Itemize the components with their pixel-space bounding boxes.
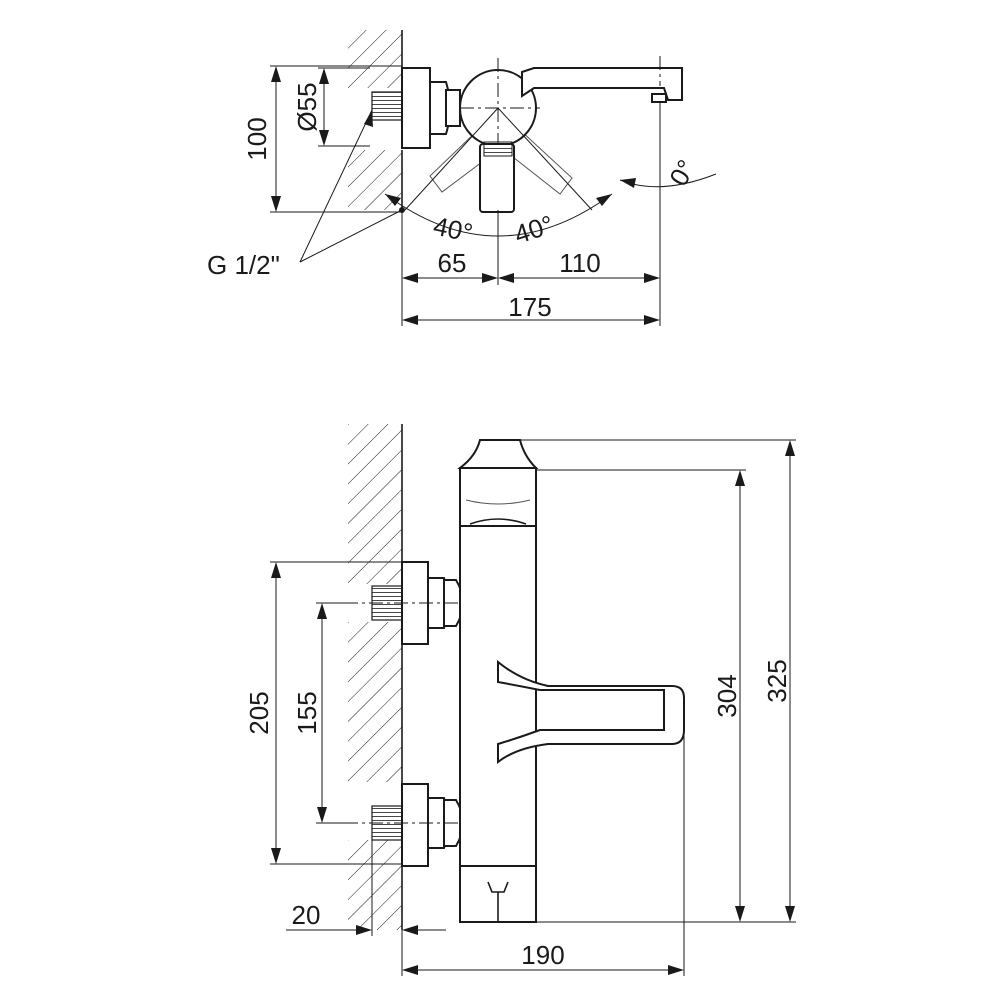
dimension-20-label: 20	[292, 900, 321, 930]
dimension-304-label: 304	[712, 674, 742, 717]
dimension-325: 325	[520, 439, 796, 922]
dimension-155-label: 155	[292, 691, 322, 734]
front-view: 205 155 304 325	[244, 424, 796, 976]
thread-size-label: G 1/2"	[207, 250, 280, 280]
dimension-304: 304	[536, 469, 796, 923]
dimension-175-label: 175	[508, 292, 551, 322]
dimension-190-label: 190	[521, 940, 564, 970]
lever-handle-top	[479, 141, 515, 213]
dimension-205-label: 205	[244, 691, 274, 734]
dimension-65-label: 65	[438, 248, 467, 278]
thread-leader: G 1/2"	[207, 109, 405, 280]
angle-0-label: 0°	[663, 154, 701, 191]
mixer-body-front	[457, 439, 539, 923]
dimension-20: 20	[286, 840, 446, 936]
wall-section-top	[348, 30, 403, 210]
lever-ghost-positions	[429, 129, 573, 195]
spout-front	[497, 659, 685, 765]
dimension-110-label: 110	[559, 248, 600, 278]
dimension-190: 190	[401, 730, 685, 976]
dimension-325-label: 325	[762, 659, 792, 702]
wall-section-front	[348, 424, 403, 930]
dimension-diameter-55: Ø55	[292, 67, 370, 147]
wall-fitting-top	[371, 67, 461, 149]
rotation-arc-0: 0°	[619, 102, 717, 285]
angle-right-label: 40°	[511, 209, 558, 250]
dimension-diameter-55-label: Ø55	[292, 82, 322, 131]
dimension-155: 155	[292, 602, 346, 824]
dimension-205: 205	[244, 561, 402, 865]
angle-left-label: 40°	[431, 211, 476, 249]
top-view: 100 Ø55 G 1/2" 40° 40°	[207, 30, 717, 326]
spout-top	[521, 56, 683, 103]
dimension-65-110: 65 110	[401, 210, 660, 326]
dimension-100: 100	[242, 65, 402, 213]
dimension-175: 175	[402, 285, 661, 326]
dimension-100-label: 100	[242, 117, 272, 160]
